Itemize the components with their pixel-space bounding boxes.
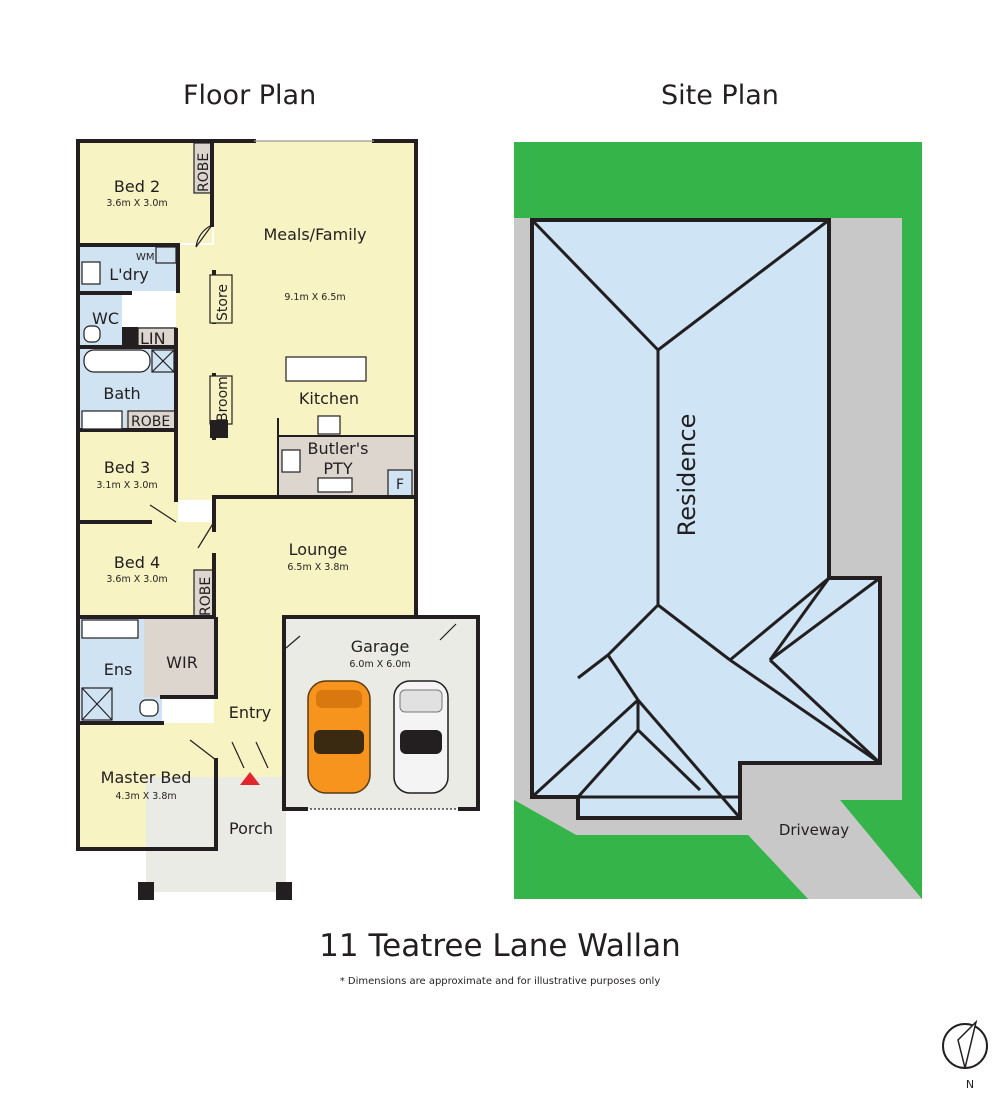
bed3-area bbox=[78, 430, 178, 522]
butlers-sink bbox=[317, 477, 353, 493]
white-car-icon bbox=[393, 680, 449, 794]
cooktop bbox=[317, 415, 341, 435]
broom-label: Broom bbox=[215, 376, 231, 422]
ens-label: Ens bbox=[104, 660, 133, 679]
door-bed2 bbox=[195, 224, 213, 248]
garage-wall bbox=[414, 615, 480, 811]
store-box bbox=[209, 274, 233, 324]
bed4-dims: 3.6m X 3.0m bbox=[106, 574, 167, 585]
meals-label: Meals/Family bbox=[263, 225, 366, 244]
driveway-label: Driveway bbox=[779, 821, 849, 839]
wir-area bbox=[144, 619, 216, 697]
garage-label: Garage bbox=[351, 637, 410, 656]
outer-wall-north-east bbox=[372, 139, 418, 619]
robe-bath-box bbox=[127, 410, 177, 430]
wc-label: WC bbox=[92, 309, 119, 328]
floor-plan-heading: Floor Plan bbox=[183, 80, 317, 111]
robe-bed4-label: ROBE bbox=[198, 577, 214, 616]
wir-label: WIR bbox=[166, 653, 198, 672]
bath-label: Bath bbox=[103, 384, 140, 403]
broom-post bbox=[210, 420, 228, 438]
lounge-area bbox=[214, 497, 416, 617]
robe-bath-area bbox=[126, 410, 176, 430]
lin-post bbox=[122, 327, 138, 347]
bed2-dims: 3.6m X 3.0m bbox=[106, 198, 167, 209]
bed4-label: Bed 4 bbox=[114, 553, 160, 572]
entry-area bbox=[214, 617, 284, 777]
wc-toilet bbox=[83, 325, 101, 343]
fridge-area bbox=[388, 470, 412, 496]
ens-shower bbox=[81, 687, 113, 721]
residence-label: Residence bbox=[673, 414, 701, 537]
door-garage-entry bbox=[285, 635, 301, 649]
robe-bed4-area bbox=[194, 570, 214, 617]
bed3-label: Bed 3 bbox=[104, 458, 150, 477]
lawn-front bbox=[514, 800, 808, 899]
entry-label: Entry bbox=[229, 703, 272, 722]
laundry-tub bbox=[81, 261, 101, 285]
robe-bed2-area bbox=[194, 143, 212, 193]
orange-car-icon bbox=[307, 680, 371, 794]
compass-label: N bbox=[966, 1078, 974, 1091]
compass-icon: N bbox=[942, 1019, 988, 1091]
bed2-label: Bed 2 bbox=[114, 177, 160, 196]
butlers-label-2: PTY bbox=[323, 459, 352, 478]
washer-box bbox=[155, 246, 177, 264]
entry-arrow-icon bbox=[240, 772, 260, 785]
shower-bath-x2 bbox=[151, 349, 175, 373]
robe-bed4-box bbox=[193, 569, 215, 618]
meals-dims: 9.1m X 6.5m bbox=[284, 292, 345, 303]
kitchen-island bbox=[285, 356, 367, 382]
wm-label: WM bbox=[136, 252, 155, 263]
ens-vanity bbox=[81, 619, 139, 639]
door-garage bbox=[439, 623, 457, 641]
porch-label: Porch bbox=[229, 819, 273, 838]
robe-bath-label: ROBE bbox=[131, 414, 170, 430]
roof bbox=[530, 218, 882, 820]
bathtub bbox=[83, 349, 151, 373]
ens-shower-x2 bbox=[81, 687, 113, 721]
bed3-dims: 3.1m X 3.0m bbox=[96, 480, 157, 491]
roof-lines bbox=[530, 218, 882, 819]
garage-dims: 6.0m X 6.0m bbox=[349, 659, 410, 670]
garage-wall-west bbox=[282, 615, 308, 811]
laundry-label: L'dry bbox=[109, 265, 149, 284]
door-master bbox=[189, 739, 217, 761]
site-plan: Residence Driveway bbox=[514, 142, 922, 899]
bed4-area bbox=[78, 522, 214, 617]
door-bed4 bbox=[197, 521, 215, 549]
lounge-dims: 6.5m X 3.8m bbox=[287, 562, 348, 573]
outer-wall-west bbox=[76, 139, 218, 851]
bath-vanity bbox=[81, 410, 123, 430]
fridge-box bbox=[387, 469, 413, 497]
hallway-area bbox=[176, 245, 214, 500]
disclaimer-text: * Dimensions are approximate and for ill… bbox=[339, 976, 661, 987]
bed2-area bbox=[78, 141, 212, 243]
kitchen-label: Kitchen bbox=[299, 389, 359, 408]
master-label: Master Bed bbox=[101, 768, 192, 787]
robe-bed2-label: ROBE bbox=[196, 153, 212, 192]
shower-bath bbox=[151, 349, 175, 373]
property-title: 11 Teatree Lane Wallan bbox=[319, 928, 681, 964]
master-dims: 4.3m X 3.8m bbox=[115, 791, 176, 802]
porch-post-right bbox=[276, 882, 292, 900]
store-label: Store bbox=[215, 284, 231, 321]
fixtures bbox=[81, 140, 460, 810]
robe-bed2-box bbox=[193, 142, 213, 194]
butlers-label-1: Butler's bbox=[308, 439, 369, 458]
door-entry-left bbox=[231, 741, 269, 769]
door-bed3 bbox=[149, 504, 177, 523]
site-plan-heading: Site Plan bbox=[661, 80, 779, 111]
lounge-label: Lounge bbox=[289, 540, 348, 559]
porch-post-left bbox=[138, 882, 154, 900]
butlers-cooktop bbox=[281, 449, 301, 473]
lin-label: LIN bbox=[140, 329, 166, 348]
ens-toilet bbox=[139, 699, 159, 717]
fridge-label: F bbox=[396, 477, 404, 493]
